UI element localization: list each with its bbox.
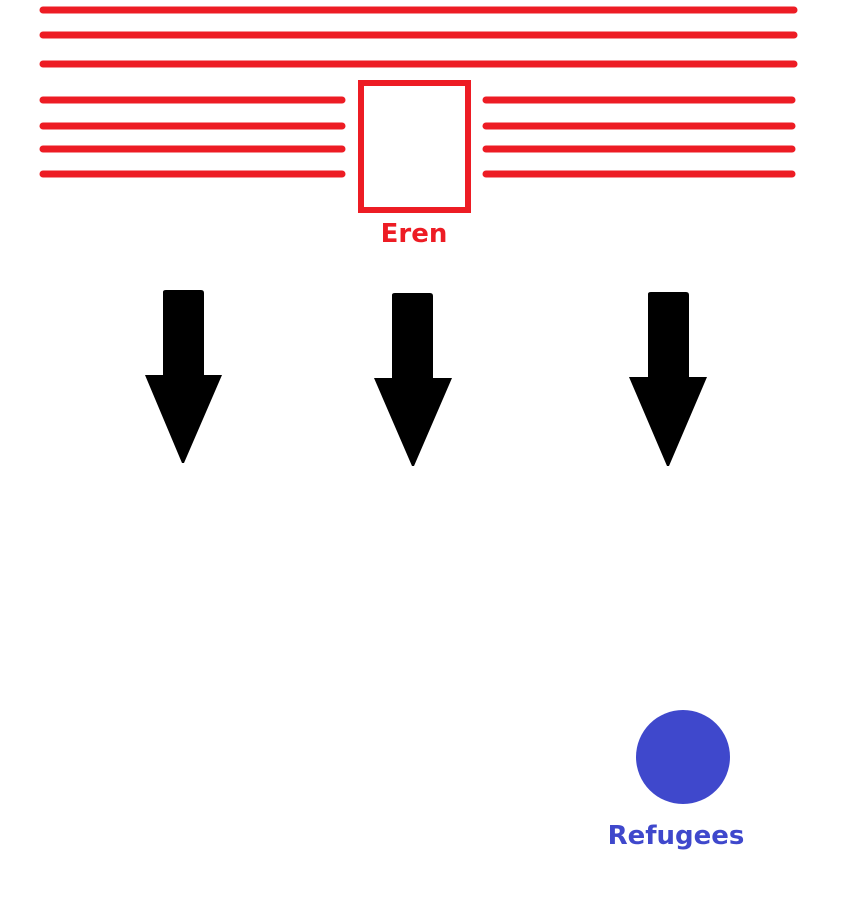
down-arrow-icon bbox=[145, 290, 222, 463]
down-arrow-icon bbox=[629, 292, 707, 466]
down-arrow-icon bbox=[374, 293, 452, 466]
refugee-circle-icon bbox=[636, 710, 730, 804]
refugees-label: Refugees bbox=[607, 821, 745, 851]
eren-label: Eren bbox=[380, 219, 448, 249]
down-arrows bbox=[145, 290, 707, 466]
gate-box bbox=[358, 80, 471, 213]
wall-lines bbox=[39, 6, 798, 178]
